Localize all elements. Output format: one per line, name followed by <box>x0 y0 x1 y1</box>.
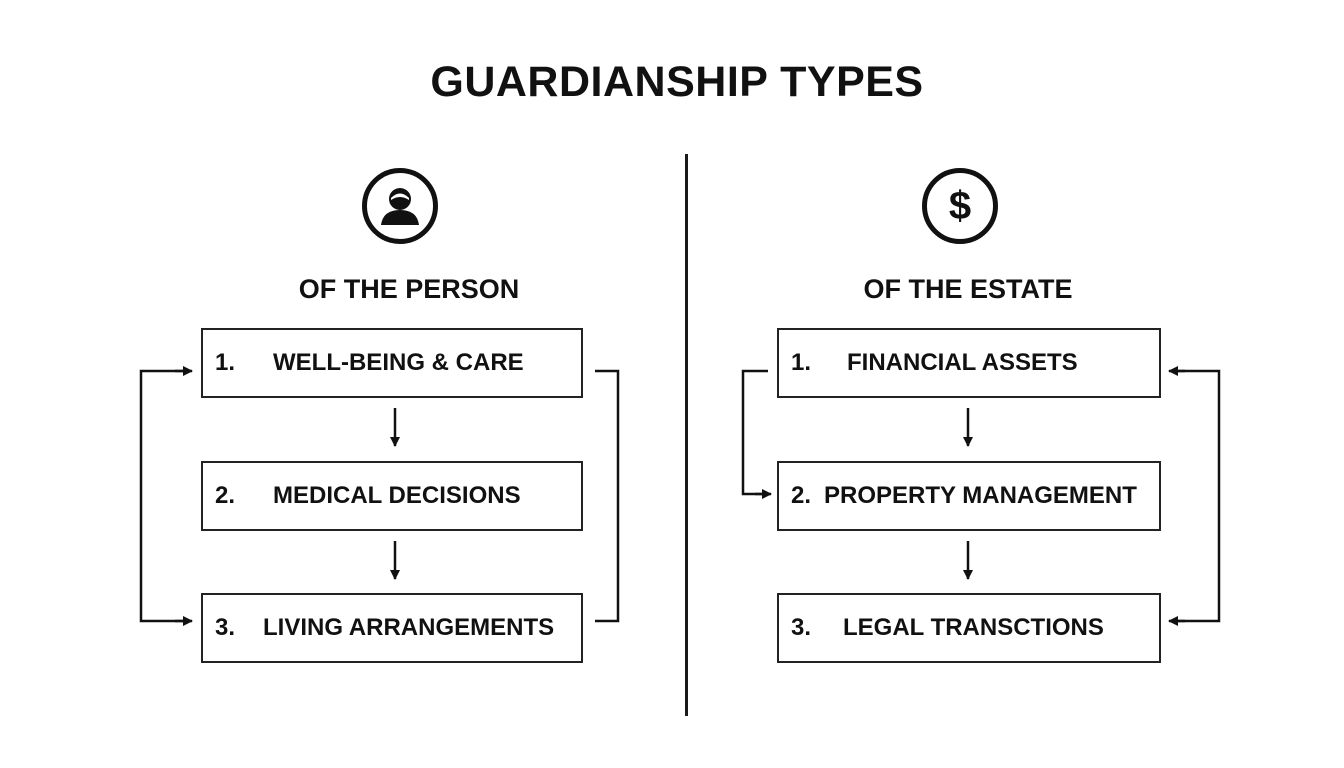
person-icon <box>362 168 438 244</box>
left-inner-bracket <box>595 369 620 623</box>
item-number: 3. <box>215 614 236 641</box>
left-outer-loop <box>139 369 189 623</box>
item-label: LEGAL TRANSCTIONS <box>843 614 1104 641</box>
left-item-3: 3. LIVING ARRANGEMENTS <box>201 593 583 663</box>
item-label: MEDICAL DECISIONS <box>273 482 521 509</box>
heading-of-the-person: OF THE PERSON <box>298 274 520 304</box>
dollar-icon-glyph: $ <box>949 184 971 228</box>
right-inner-bracket <box>741 369 768 496</box>
left-item-1: 1. WELL-BEING & CARE <box>201 328 583 398</box>
person-icon-glyph <box>381 188 419 225</box>
heading-of-the-estate: OF THE ESTATE <box>863 274 1073 304</box>
column-divider <box>685 154 688 716</box>
item-number: 2. <box>791 482 812 509</box>
item-label: WELL-BEING & CARE <box>273 349 524 376</box>
item-number: 2. <box>215 482 236 509</box>
right-item-1: 1. FINANCIAL ASSETS <box>777 328 1161 398</box>
right-outer-loop <box>1175 369 1221 623</box>
dollar-icon: $ <box>922 168 998 244</box>
right-item-2: 2. PROPERTY MANAGEMENT <box>777 461 1161 531</box>
item-number: 1. <box>791 349 812 376</box>
item-number: 3. <box>791 614 812 641</box>
item-label: LIVING ARRANGEMENTS <box>263 614 555 641</box>
item-label: FINANCIAL ASSETS <box>847 349 1078 376</box>
right-item-3: 3. LEGAL TRANSCTIONS <box>777 593 1161 663</box>
left-item-2: 2. MEDICAL DECISIONS <box>201 461 583 531</box>
item-label: PROPERTY MANAGEMENT <box>824 482 1137 509</box>
item-number: 1. <box>215 349 236 376</box>
page-title: GUARDIANSHIP TYPES <box>430 58 924 106</box>
dollar-sign: $ <box>949 184 971 228</box>
